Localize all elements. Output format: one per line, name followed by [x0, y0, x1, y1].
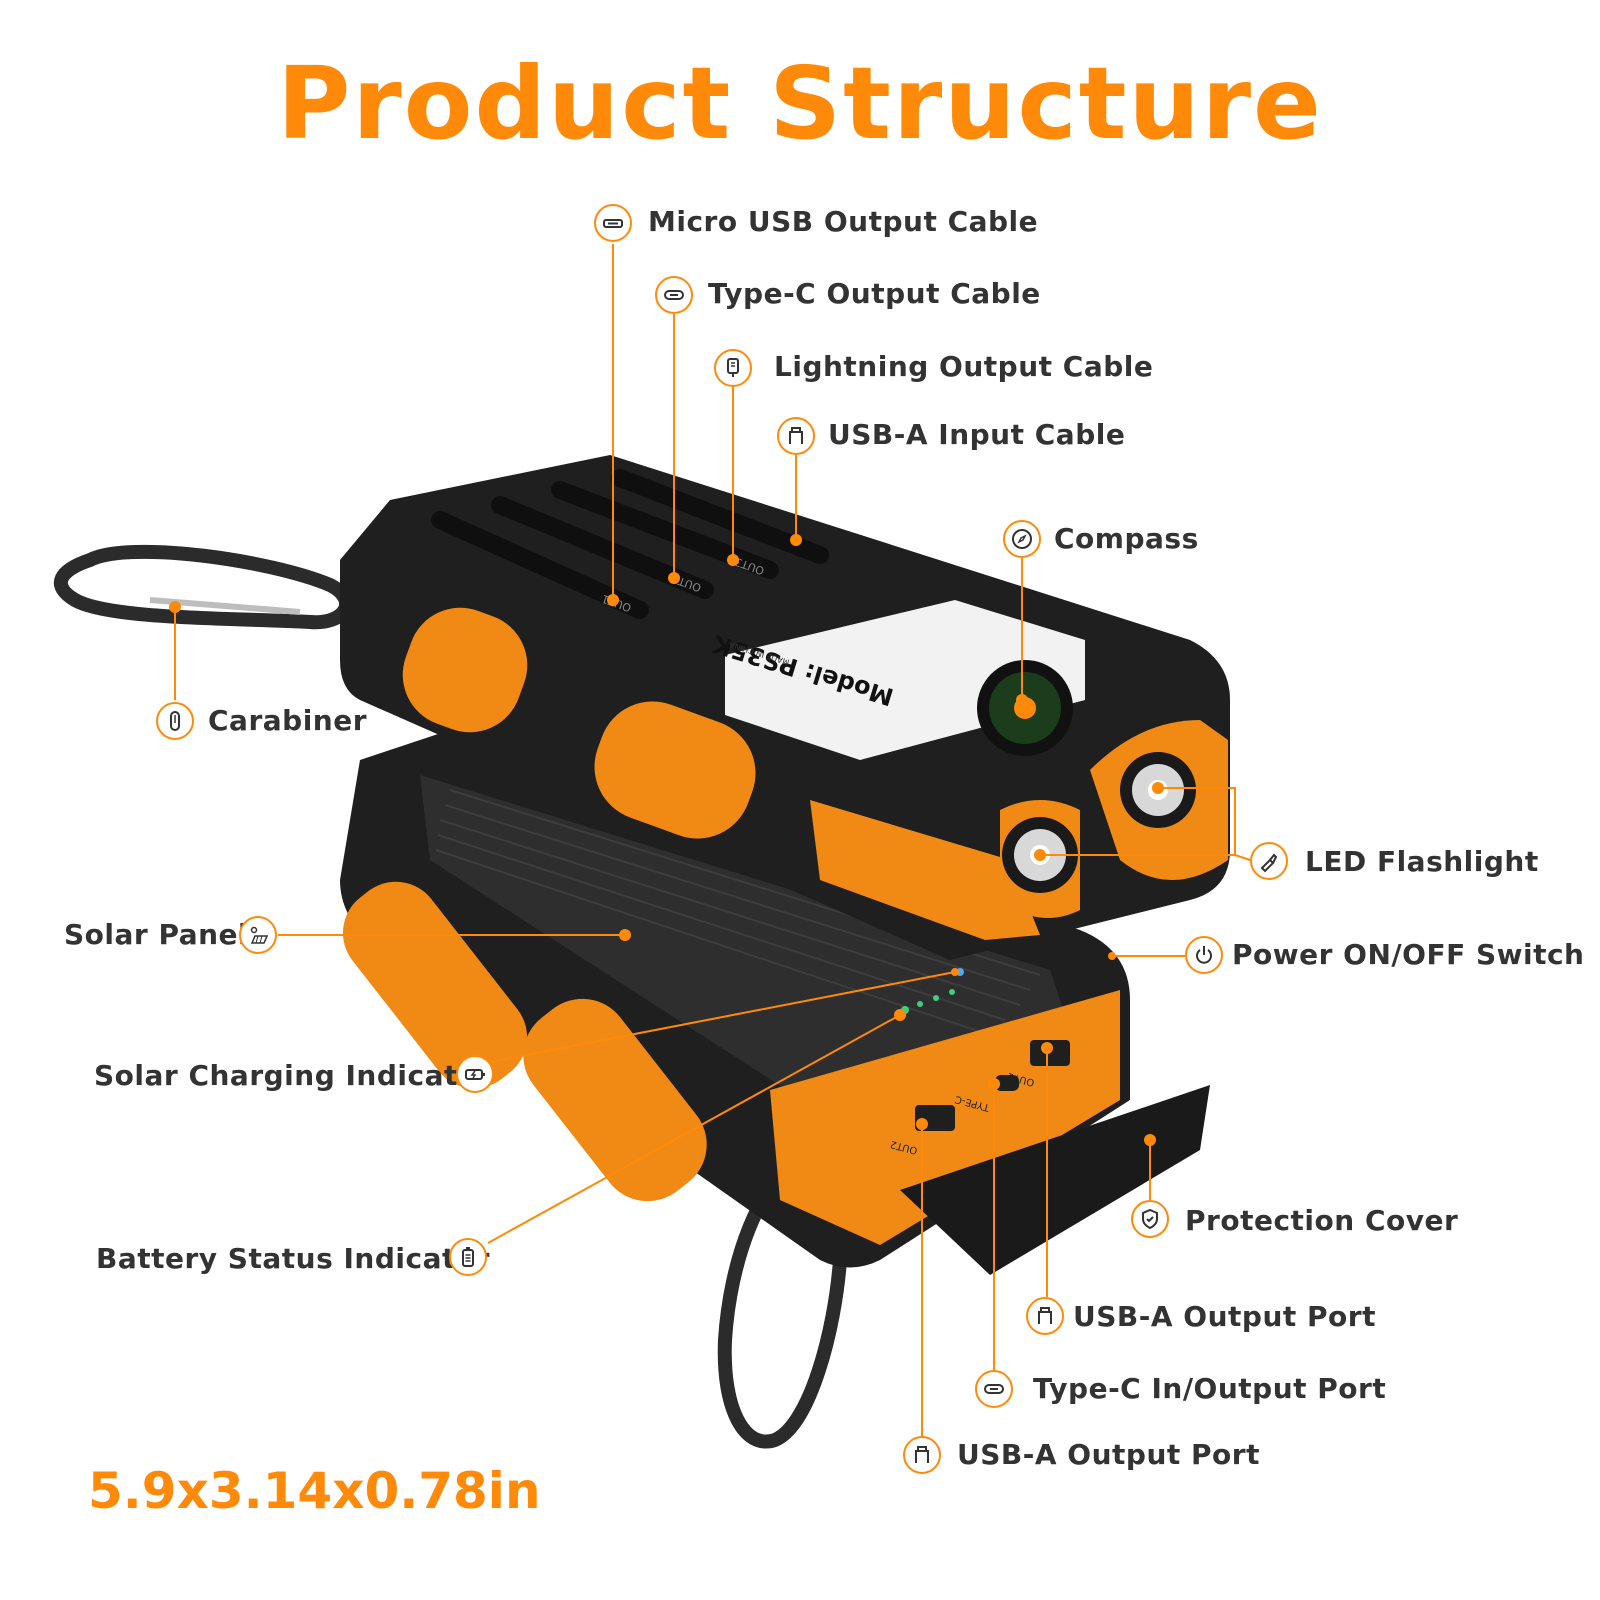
micro-usb-icon [594, 204, 632, 242]
lightning-cable-label: Lightning Output Cable [774, 350, 1154, 383]
leader-dots [169, 534, 1164, 1146]
page-title: Product Structure [277, 45, 1323, 162]
usb-a-output-port-label-2: USB-A Output Port [957, 1438, 1260, 1471]
usb-a-icon [1026, 1297, 1064, 1335]
flashlight-icon [1250, 842, 1288, 880]
type-c-port-label: Type-C In/Output Port [1033, 1372, 1387, 1405]
compass-label: Compass [1054, 522, 1199, 555]
upper-power-bank [340, 455, 1230, 960]
usb-a-input-cable-label: USB-A Input Cable [828, 418, 1126, 451]
usb-a-output-port-label-1: USB-A Output Port [1073, 1300, 1376, 1333]
compass-icon [1003, 520, 1041, 558]
power-icon [1185, 936, 1223, 974]
type-c-icon [975, 1370, 1013, 1408]
charging-battery-icon [456, 1055, 494, 1093]
carabiner-icon [156, 702, 194, 740]
battery-icon [449, 1238, 487, 1276]
solar-charging-indicator-label: Solar Charging Indicator [94, 1059, 492, 1092]
solar-panel-label: Solar Panel [64, 918, 249, 951]
led-flashlight-label: LED Flashlight [1305, 845, 1539, 878]
shield-icon [1131, 1200, 1169, 1238]
upper-carabiner [54, 544, 353, 630]
micro-usb-cable-label: Micro USB Output Cable [648, 205, 1039, 238]
type-c-icon [655, 276, 693, 314]
battery-status-indicator-label: Battery Status Indicator [96, 1242, 490, 1275]
power-switch-label: Power ON/OFF Switch [1232, 938, 1585, 971]
usb-a-icon [903, 1436, 941, 1474]
lower-power-bank [340, 730, 1210, 1275]
leader-lines [174, 244, 1251, 1437]
carabiner-label: Carabiner [208, 704, 368, 737]
lightning-icon [714, 349, 752, 387]
type-c-cable-label: Type-C Output Cable [708, 277, 1041, 310]
usb-a-icon [777, 417, 815, 455]
protection-cover-label: Protection Cover [1185, 1204, 1459, 1237]
dimensions-text: 5.9x3.14x0.78in [88, 1462, 541, 1520]
solar-panel-icon [239, 916, 277, 954]
